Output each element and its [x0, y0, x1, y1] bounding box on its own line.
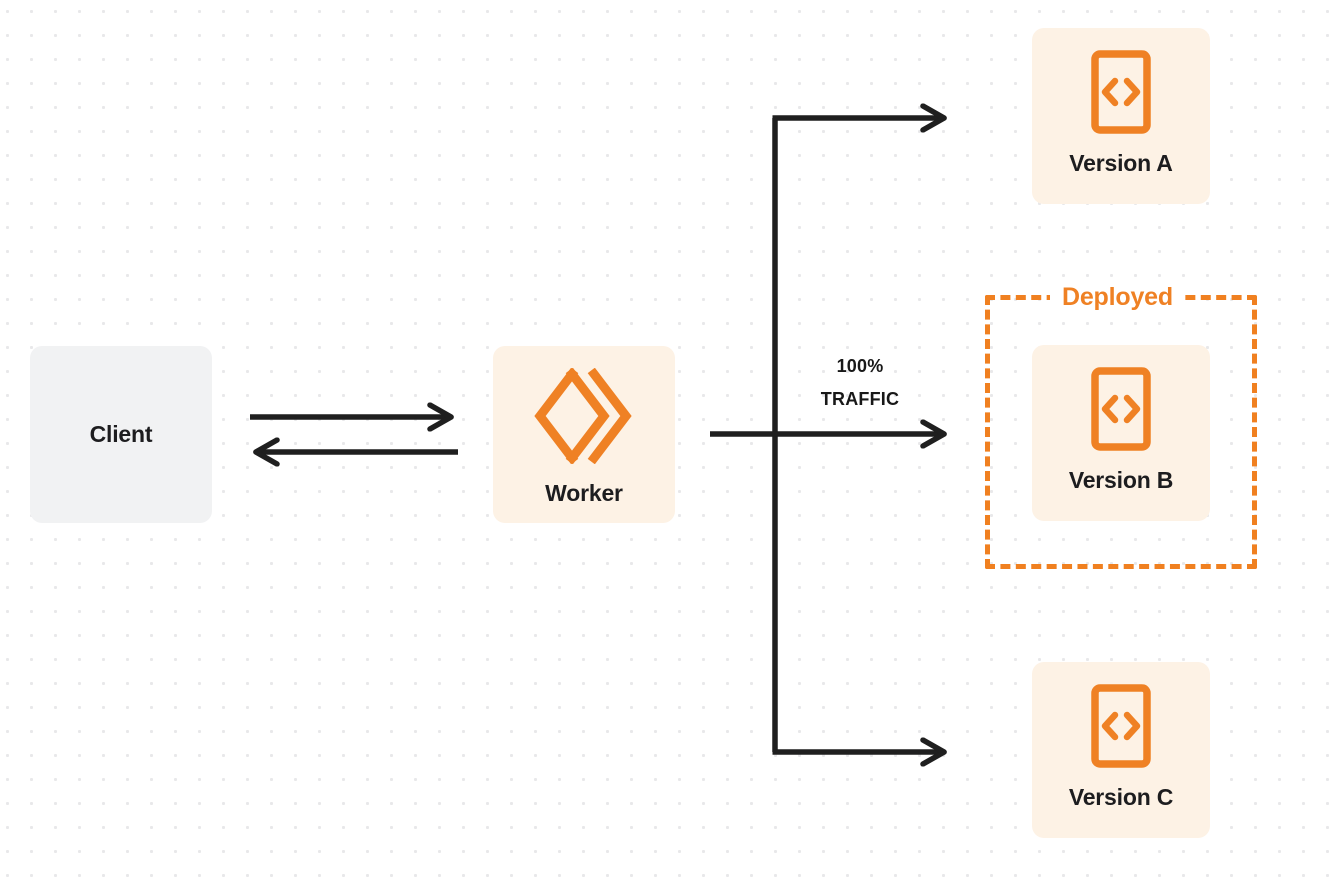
node-version-a-label: Version A — [1069, 150, 1173, 176]
traffic-share-label: 100% TRAFFIC — [790, 350, 930, 416]
code-file-icon — [1090, 367, 1152, 451]
node-version-b-label: Version B — [1068, 467, 1174, 493]
code-file-icon — [1090, 50, 1152, 134]
traffic-caption: TRAFFIC — [820, 389, 900, 409]
node-version-c[interactable]: Version C — [1032, 662, 1210, 838]
node-worker[interactable]: Worker — [493, 346, 675, 523]
code-file-icon — [1090, 684, 1152, 768]
node-version-b[interactable]: Version B — [1032, 345, 1210, 521]
node-version-c-label: Version C — [1068, 784, 1174, 810]
node-client-label: Client — [89, 421, 153, 447]
node-worker-label: Worker — [545, 480, 623, 506]
deployed-group-label: Deployed — [1050, 283, 1185, 311]
node-version-a[interactable]: Version A — [1032, 28, 1210, 204]
cloudflare-workers-logo-icon — [532, 368, 636, 464]
node-client[interactable]: Client — [30, 346, 212, 523]
traffic-percent: 100% — [836, 356, 884, 376]
